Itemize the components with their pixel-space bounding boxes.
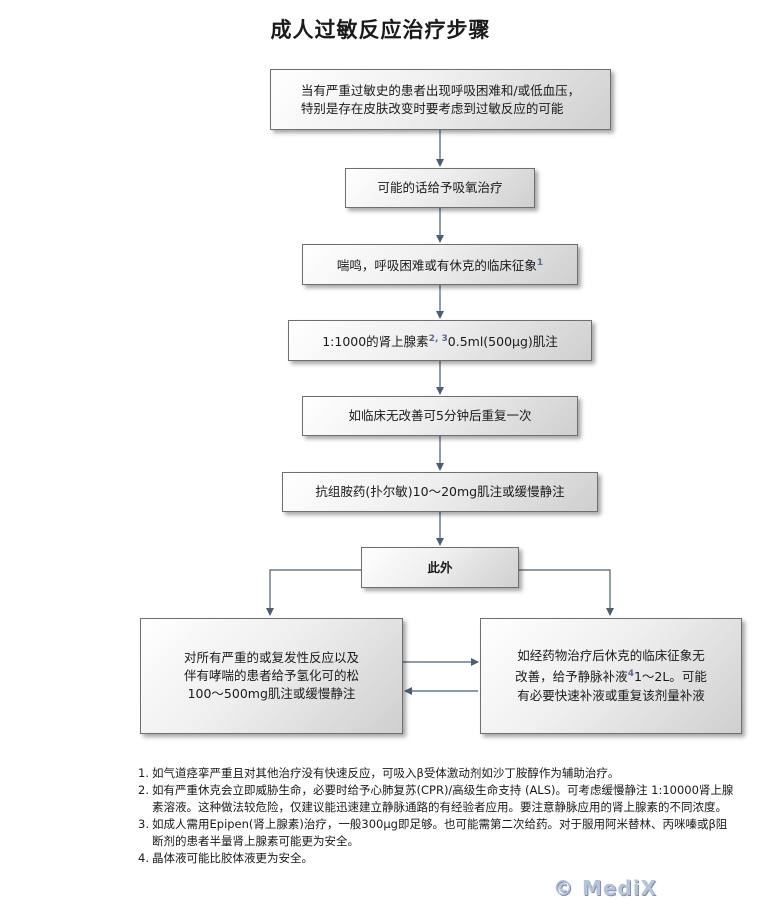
arrow-7-right [519,569,614,616]
footnote-ref-1: 1 [536,257,544,268]
step-antihistamine-text: 抗组胺药(扑尔敏)10～20mg肌注或缓慢静注 [315,484,565,499]
step-recognize-box: 当有严重过敏史的患者出现呼吸困难和/或低血压， 特别是存在皮肤改变时要考虑到过敏… [270,69,611,130]
step-signs-box: 喘鸣，呼吸困难或有休克的临床征象1 [302,244,578,285]
step-additionally-text: 此外 [427,559,453,575]
step-oxygen-text: 可能的话给予吸氧治疗 [377,180,503,195]
step-adrenaline-pre: 1:1000的肾上腺素 [322,334,429,350]
footnote-1: 1. 如气道痉挛严重且对其他治疗没有快速反应，可吸入β受体激动剂如沙丁胺醇作为辅… [138,766,620,780]
step-adrenaline-post: 0.5ml(500μg)肌注 [447,334,558,350]
step-fluids-line3: 有必要快速补液或重复该剂量补液 [517,687,705,703]
step-oxygen-box: 可能的话给予吸氧治疗 [345,168,535,208]
step-hydrocortisone-line1: 对所有严重的或复发性反应以及 [183,650,359,665]
footnote-2: 2. 如有严重休克会立即威胁生命，必要时给予心肺复苏(CPR)/高级生命支持 (… [138,783,734,814]
footnote-3: 3. 如成人需用Epipen(肾上腺素)治疗，一般300μg即足够。也可能需第二… [138,817,728,848]
medix-watermark-logo: © MediX [553,876,658,900]
footnote-4: 4. 晶体液可能比胶体液更为安全。 [138,851,313,865]
step-recognize-line1: 当有严重过敏史的患者出现呼吸困难和/或低血压， [300,82,581,98]
footnote-ref-2-3: 2, 3 [428,333,448,344]
step-hydrocortisone-line3: 100～500mg肌注或缓慢静注 [187,686,356,701]
step-repeat-box: 如临床无改善可5分钟后重复一次 [302,396,578,436]
step-fluids-line2-pre: 改善，给予静脉补液 [515,669,628,685]
step-adrenaline-box: 1:1000的肾上腺素2, 30.5ml(500μg)肌注 [288,320,592,361]
step-repeat-text: 如临床无改善可5分钟后重复一次 [348,408,532,423]
step-hydrocortisone-line2: 伴有哮喘的患者给予氢化可的松 [183,668,359,683]
page-title: 成人过敏反应治疗步骤 [270,17,491,42]
step-fluids-line2-post: 1～2L。可能 [633,669,707,685]
step-recognize-line2: 特别是存在皮肤改变时要考虑到过敏反应的可能 [300,100,564,116]
step-fluids-box: 如经药物治疗后休克的临床征象无 改善，给予静脉补液41～2L。可能 有必要快速补… [480,618,742,734]
step-hydrocortisone-box: 对所有严重的或复发性反应以及 伴有哮喘的患者给予氢化可的松 100～500mg肌… [140,618,403,734]
step-fluids-line1: 如经药物治疗后休克的临床征象无 [517,648,705,664]
step-signs-text: 喘鸣，呼吸困难或有休克的临床征象 [336,258,537,274]
step-antihistamine-box: 抗组胺药(扑尔敏)10～20mg肌注或缓慢静注 [282,472,598,512]
step-additionally-box: 此外 [361,547,519,588]
arrow-7-left [266,569,361,616]
footnote-ref-4: 4 [627,669,634,680]
footnotes: 1. 如气道痉挛严重且对其他治疗没有快速反应，可吸入β受体激动剂如沙丁胺醇作为辅… [138,765,738,867]
